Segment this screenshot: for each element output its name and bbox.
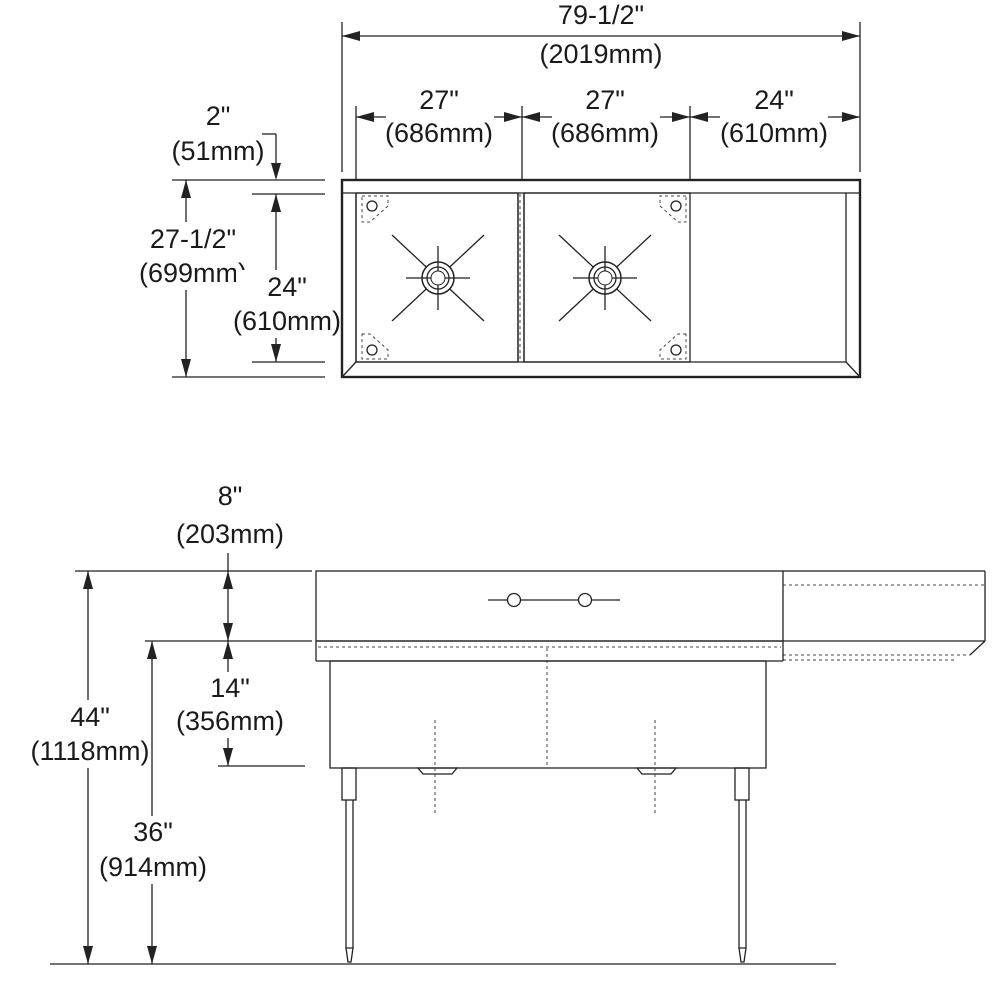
backsplash-depth-imperial: 2" (206, 101, 231, 131)
arrowhead (342, 31, 360, 41)
arrowhead (223, 623, 233, 641)
arrowhead (672, 112, 690, 122)
overall-width-imperial: 79-1/2" (558, 0, 644, 30)
overall-depth-imperial: 27-1/2" (150, 224, 236, 254)
backsplash-height-metric: (203mm) (176, 519, 284, 549)
arrowhead (147, 946, 157, 964)
bowl-2-width-metric: (686mm) (551, 118, 659, 148)
bowl-depth-metric: (610mm) (233, 306, 341, 336)
arrowhead (223, 641, 233, 659)
arrowhead (690, 112, 708, 122)
drain-outlet (416, 767, 459, 775)
overall-width-metric: (2019mm) (539, 39, 662, 69)
rim-height-imperial: 36" (133, 817, 173, 847)
arrowhead (223, 748, 233, 766)
leg-left (341, 767, 357, 963)
backsplash-height-imperial: 8" (218, 481, 243, 511)
bowl-corner (361, 333, 389, 360)
bowl-2-width-imperial: 27" (585, 85, 625, 115)
bowl-depth-imperial: 24" (267, 272, 307, 302)
drainboard-width-imperial: 24" (754, 85, 794, 115)
bowl-corner (659, 195, 687, 223)
bowl-height-metric: (356mm) (176, 706, 284, 736)
arrowhead (271, 194, 281, 212)
bowl-corner (361, 195, 389, 223)
front-view: 8" (203mm) 14" (356mm) 44" (1118mm) 36" … (28, 481, 986, 965)
rim-height-metric: (914mm) (99, 852, 207, 882)
top-view: 79-1/2" (2019mm) 27" (686mm) 27" (686mm)… (139, 0, 862, 379)
sink-top-outline (340, 178, 862, 379)
drainboard-width-metric: (610mm) (720, 118, 828, 148)
overall-height-metric: (1118mm) (30, 736, 149, 766)
leg-right (734, 767, 750, 963)
drain-outlet (635, 767, 678, 775)
arrowhead (504, 112, 522, 122)
backsplash-depth-metric: (51mm) (172, 136, 265, 166)
arrowhead (271, 344, 281, 362)
bowl-height-imperial: 14" (210, 673, 250, 703)
arrowhead (181, 180, 191, 198)
drain-icon (558, 234, 652, 322)
bowl-corner (659, 333, 687, 360)
overall-depth-metric: (699mm) (139, 258, 247, 288)
arrowhead (147, 641, 157, 659)
arrowhead (356, 112, 374, 122)
bowl-2 (523, 192, 691, 363)
faucet-hole (577, 592, 593, 608)
arrowhead (181, 359, 191, 377)
arrowhead (223, 571, 233, 589)
bowl-1-width-metric: (686mm) (385, 118, 493, 148)
arrowhead (83, 571, 93, 589)
overall-height-imperial: 44" (70, 702, 110, 732)
arrowhead (522, 112, 540, 122)
arrowhead (842, 31, 860, 41)
backsplash (315, 570, 784, 642)
arrowhead (271, 163, 281, 180)
arrowhead (842, 112, 860, 122)
bowl-1-width-imperial: 27" (419, 85, 459, 115)
bowl-body (329, 660, 767, 769)
faucet-hole (506, 592, 522, 608)
arrowhead (83, 946, 93, 964)
drain-icon (391, 234, 485, 322)
